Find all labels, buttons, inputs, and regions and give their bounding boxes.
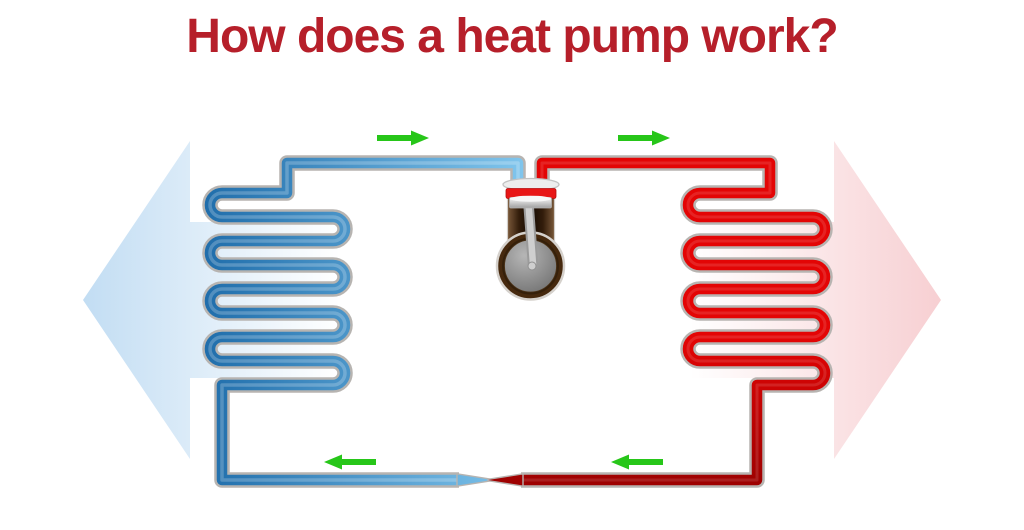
red-pipe-sheen [521,161,827,482]
flow-arrow-top-right-icon [618,130,670,146]
hot-side-arrow-icon [692,141,941,459]
flow-arrow-bottom-right-icon [611,454,663,470]
expansion-valve [456,472,524,488]
compressor-crank-bolt [527,261,537,271]
evaporator-coil [202,155,526,488]
condenser-coil [521,155,833,488]
expansion-valve-blue-taper [456,472,493,488]
compressor-piston-top [510,195,551,202]
compressor [495,177,566,301]
diagram-title: How does a heat pump work? [186,10,838,63]
flow-arrow-bottom-left-icon [324,454,376,470]
blue-pipe [204,157,524,486]
compressor-connecting-rod-highlight [525,200,537,268]
expansion-valve-red-taper [487,472,524,488]
red-pipe [521,157,831,486]
blue-pipe-sheen [208,161,520,482]
flow-arrow-top-left-icon [377,130,429,146]
